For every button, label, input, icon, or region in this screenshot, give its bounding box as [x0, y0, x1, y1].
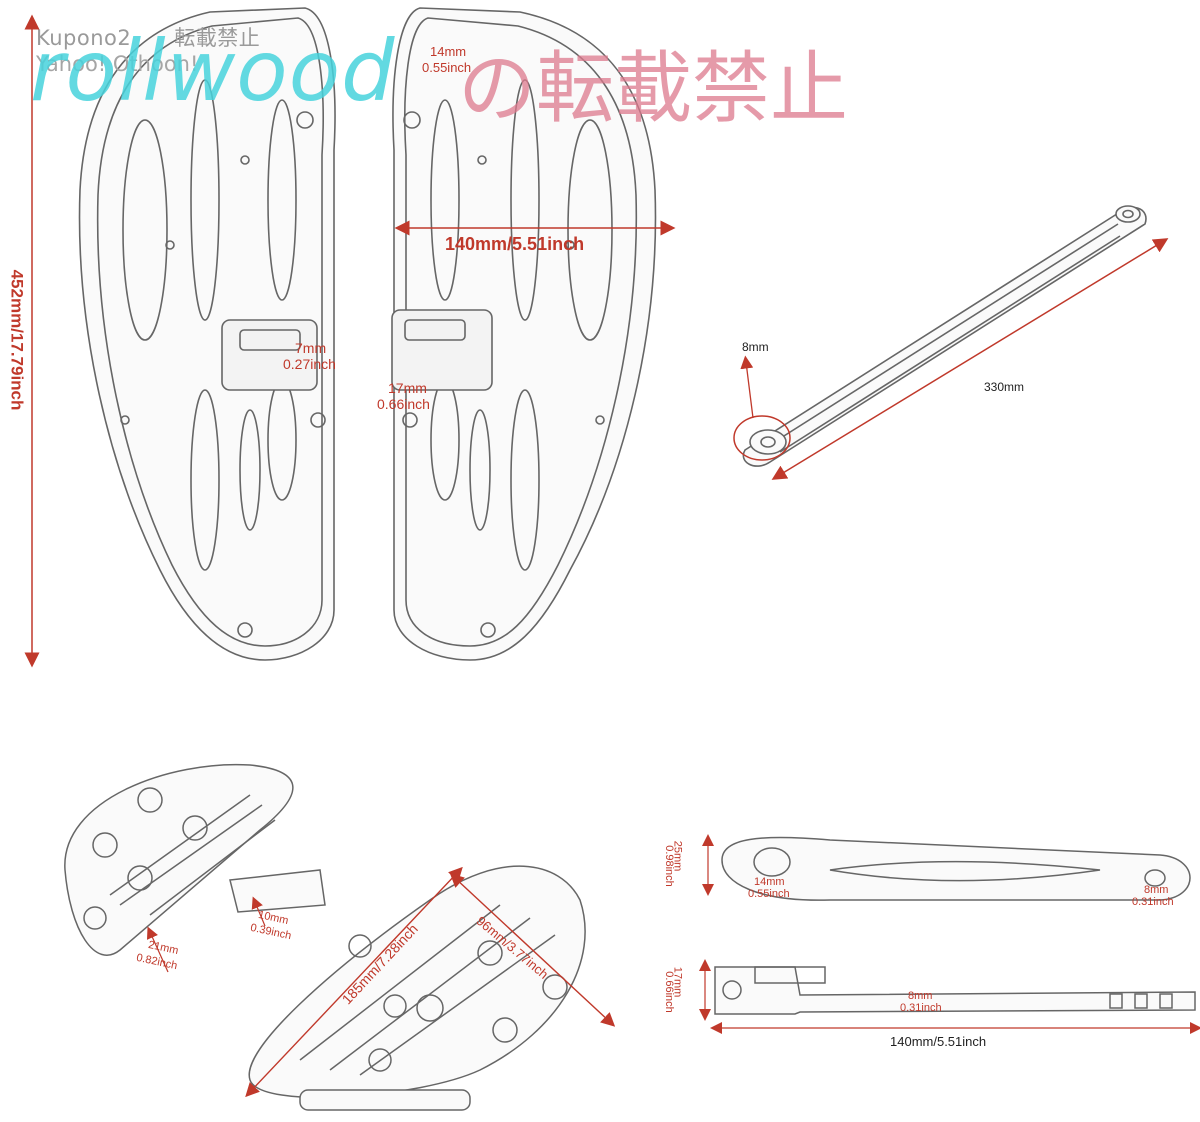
label-mid-066: 0.66inch — [377, 396, 430, 412]
shift-rod — [742, 205, 1147, 467]
label-arm-8mm: 8mm — [1144, 884, 1169, 896]
label-top-14mm: 14mm — [430, 44, 467, 59]
dim-line-fp-10 — [251, 896, 266, 927]
label-mid-027: 0.27inch — [283, 356, 336, 372]
label-side-066: 0.66inch — [662, 971, 675, 1013]
watermark-line1: Kupono2 転載禁止 — [36, 26, 261, 50]
label-total-length: 452mm/17.79inch — [7, 269, 27, 411]
dim-line-rod-330 — [771, 238, 1169, 480]
label-arm-098: 0.98inch — [662, 845, 675, 887]
label-top-055: 0.55inch — [422, 60, 472, 75]
label-mid-7mm: 7mm — [295, 340, 327, 356]
label-width-140: 140mm/5.51inch — [445, 234, 585, 254]
label-rod-330: 330mm — [984, 380, 1025, 394]
watermark-line2: Yahoo! Othoon! — [36, 52, 199, 76]
label-side-8mm: 8mm — [908, 990, 933, 1002]
watermark-brand: rollwood — [30, 22, 396, 120]
arm-top-view — [721, 836, 1191, 901]
label-side-031: 0.31inch — [900, 1002, 942, 1014]
dim-line-fp-96 — [449, 873, 616, 1027]
label-arm-14mm: 14mm — [754, 876, 785, 888]
label-arm-031: 0.31inch — [1132, 896, 1174, 908]
dim-line-fp-21 — [146, 926, 169, 973]
label-rod-8mm: 8mm — [742, 340, 769, 354]
label-mid-17mm: 17mm — [388, 380, 427, 396]
dim-line-fp-185 — [245, 866, 463, 1098]
dim-line-rod-8mm — [740, 355, 754, 419]
right-floorboard — [391, 7, 657, 661]
left-floorboard — [78, 7, 336, 661]
label-arm-055: 0.55inch — [748, 888, 790, 900]
label-bottom-140: 140mm/5.51inch — [890, 1034, 987, 1049]
watermark-brand-jp: の転載禁止 — [458, 44, 849, 134]
arm-side-view — [714, 966, 1196, 1015]
